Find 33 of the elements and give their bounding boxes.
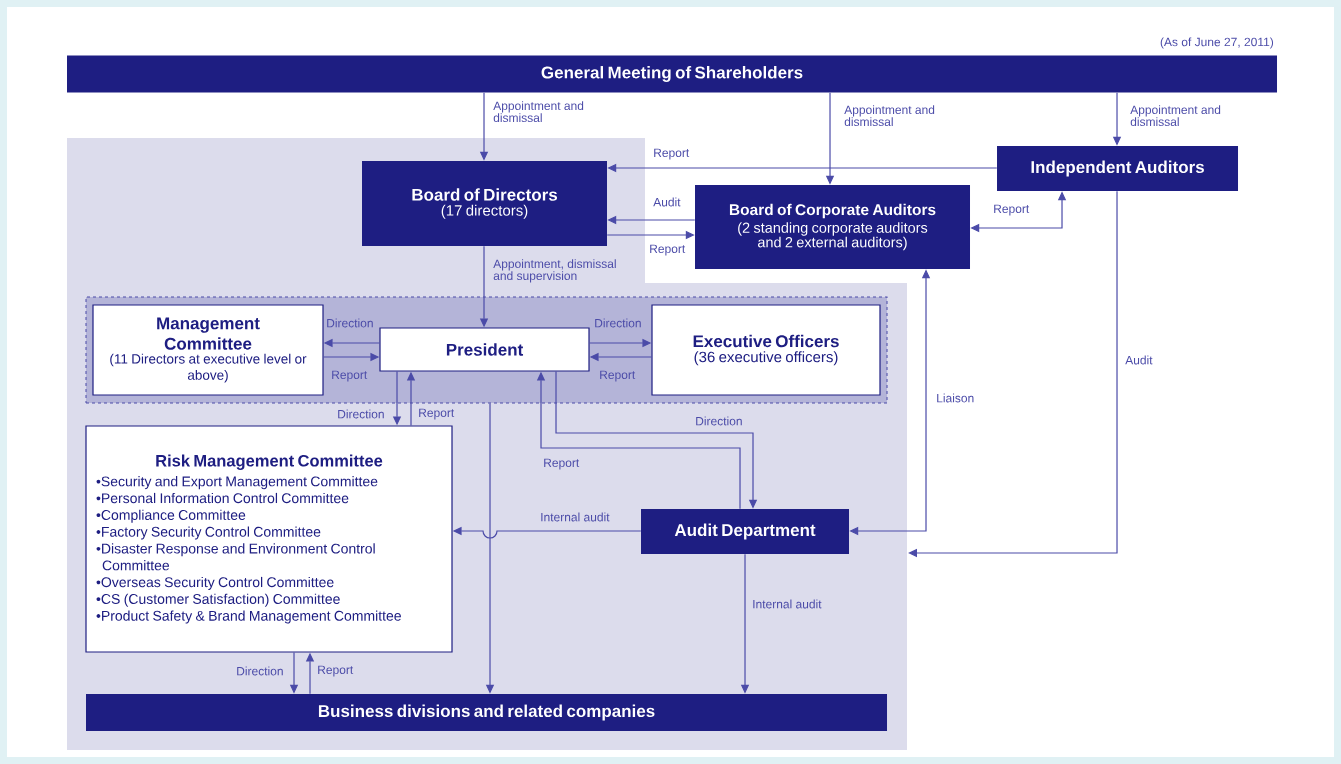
president-box: President <box>379 327 590 372</box>
edge-label: Report <box>994 204 1030 216</box>
edge-label: Liaison <box>937 393 974 403</box>
edge-label: Direction <box>327 318 373 328</box>
committee-box: Risk Management Committee •Security and Export Management Committee •Personal Information Control Committee •Compliance Committee •Factory Security Control Committee •Disaster Response and Environment Control Committee •Overseas Security Control Committee •CS (Customer Satisfaction) Committee •Product Safety & Brand Management Committee <box>85 425 453 653</box>
edge-label: Direction <box>595 318 641 328</box>
edge-label: Audit <box>653 197 681 207</box>
edge-label: Internal audit <box>541 512 610 522</box>
edge-label: Report <box>419 408 455 420</box>
org-box: Board of Directors (17 directors) <box>362 161 607 246</box>
edge-label: Report <box>332 370 368 382</box>
edge-label: Direction <box>338 409 384 419</box>
officers-box: Executive Officers (36 executive officers) <box>651 304 881 396</box>
edge-label: Report <box>650 244 686 256</box>
title-bar: General Meeting of Shareholders <box>67 55 1277 93</box>
edge-label: Appointment and dismissal <box>493 101 584 122</box>
edge-label: Audit <box>1125 355 1153 365</box>
arrow <box>908 190 1118 558</box>
department-box: Audit Department <box>641 509 849 554</box>
committee-box: Management Committee (11 Directors at executive level or above) <box>92 304 324 396</box>
edge-label: Appointment, dismissal and supervision <box>493 259 616 283</box>
org-box: Board of Corporate Auditors (2 standing corporate auditors and 2 external auditors) <box>695 185 970 269</box>
edge-label: Report <box>318 665 354 677</box>
org-box: Independent Auditors <box>997 146 1238 191</box>
edge-label: Direction <box>237 666 283 676</box>
edge-label: Report <box>544 458 580 470</box>
edge-label: Appointment and dismissal <box>844 105 935 126</box>
edge-label: Direction <box>696 416 742 426</box>
edge-label: Appointment and dismissal <box>1130 105 1221 126</box>
edge-label: Report <box>600 370 636 382</box>
edge-label: Internal audit <box>753 599 822 609</box>
title-bar: Business divisions and related companies <box>86 694 887 731</box>
edge-label: Report <box>654 148 690 160</box>
